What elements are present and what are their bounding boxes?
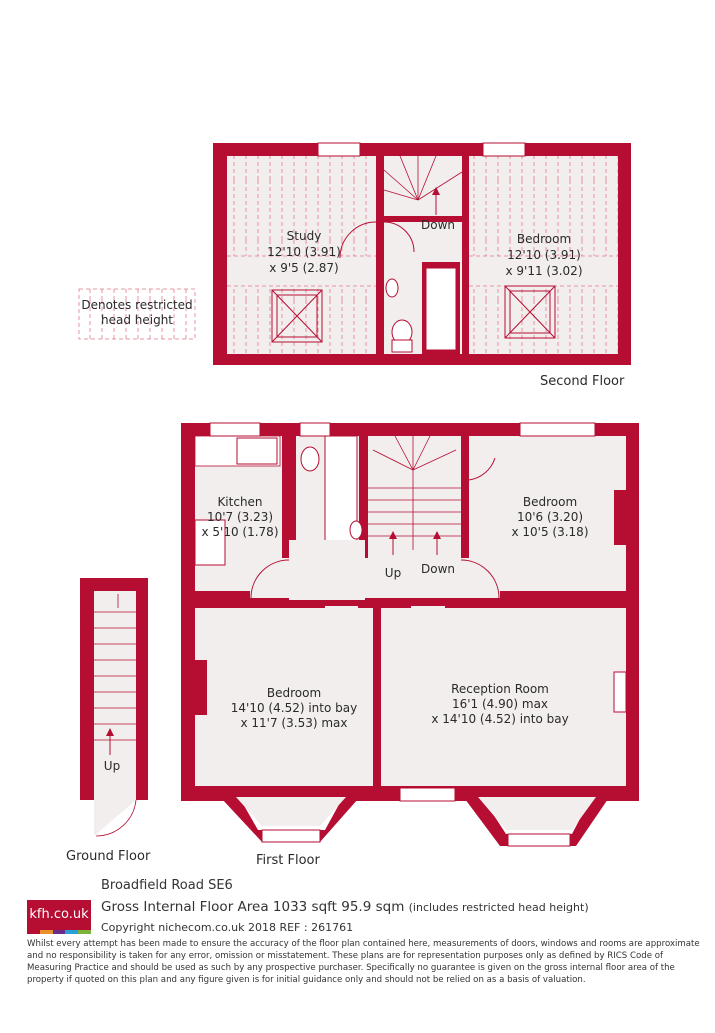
room-name-reception: Reception Room bbox=[451, 682, 549, 696]
room-dim-bedroom-front: x 11'7 (3.53) max bbox=[241, 716, 348, 730]
window bbox=[317, 142, 361, 157]
basin-icon bbox=[349, 520, 363, 540]
room-dim-study: 12'10 (3.91) bbox=[267, 245, 341, 259]
room-name-bedroom-rear: Bedroom bbox=[523, 495, 577, 509]
stairs-up-label: Up bbox=[104, 759, 120, 773]
second-floor-stairs bbox=[384, 156, 462, 216]
floor-label-ground: Ground Floor bbox=[66, 849, 151, 864]
bay-window bbox=[261, 829, 321, 843]
stairs-up-label: Up bbox=[385, 566, 401, 580]
bath-icon bbox=[425, 267, 457, 351]
brand-logo: kfh.co.uk bbox=[27, 900, 91, 934]
first-floor bbox=[181, 422, 639, 847]
room-name-second-bedroom: Bedroom bbox=[517, 232, 571, 246]
room-name-kitchen: Kitchen bbox=[217, 495, 262, 509]
second-floor bbox=[213, 142, 631, 365]
room-dim-reception: x 14'10 (4.52) into bay bbox=[431, 712, 568, 726]
window bbox=[299, 422, 331, 437]
room-dim-bedroom-rear: 10'6 (3.20) bbox=[517, 510, 583, 524]
room-dim-reception: 16'1 (4.90) max bbox=[452, 697, 548, 711]
gross-internal-area-value: Gross Internal Floor Area 1033 sqft 95.9… bbox=[101, 899, 405, 915]
sink-icon bbox=[236, 437, 278, 465]
window bbox=[209, 422, 261, 437]
skylight-icon bbox=[271, 289, 323, 343]
ground-floor bbox=[80, 578, 148, 837]
room-name-study: Study bbox=[287, 229, 322, 243]
basin-icon bbox=[385, 278, 399, 298]
room-dim-study: x 9'5 (2.87) bbox=[269, 261, 338, 275]
copyright-text: Copyright nichecom.co.uk 2018 REF : 2617… bbox=[101, 921, 354, 934]
window bbox=[399, 787, 456, 802]
legend-text: head height bbox=[101, 313, 173, 327]
floor-label-first: First Floor bbox=[256, 853, 320, 868]
bay-window bbox=[507, 833, 571, 847]
hob-icon bbox=[194, 519, 226, 566]
room-dim-bedroom-rear: x 10'5 (3.18) bbox=[511, 525, 588, 539]
first-floor-bedroom-front bbox=[195, 606, 373, 786]
study-restricted-area bbox=[227, 156, 376, 256]
legend-text: Denotes restricted bbox=[81, 298, 192, 312]
room-dim-second-bedroom: x 9'11 (3.02) bbox=[505, 264, 582, 278]
disclaimer-text: Whilst every attempt has been made to en… bbox=[27, 939, 700, 985]
room-name-bedroom-front: Bedroom bbox=[267, 686, 321, 700]
window bbox=[519, 422, 596, 437]
room-dim-bedroom-front: 14'10 (4.52) into bay bbox=[231, 701, 357, 715]
shower-bath-icon bbox=[324, 435, 358, 542]
gross-internal-area-note: (includes restricted head height) bbox=[408, 901, 589, 914]
floor-label-second: Second Floor bbox=[540, 374, 625, 389]
first-floor-stairs bbox=[368, 435, 461, 550]
stairs-down-label: Down bbox=[421, 562, 455, 576]
stairs-down-label: Down bbox=[421, 218, 455, 232]
toilet-icon bbox=[300, 446, 320, 472]
room-dim-kitchen: x 5'10 (1.78) bbox=[201, 525, 278, 539]
gross-internal-area: Gross Internal Floor Area 1033 sqft 95.9… bbox=[101, 899, 589, 915]
brand-color-bar bbox=[27, 930, 91, 934]
ground-floor-stairs bbox=[94, 591, 136, 800]
plan-footer: kfh.co.uk Broadfield Road SE6 Gross Inte… bbox=[0, 875, 715, 1033]
room-dim-kitchen: 10'7 (3.23) bbox=[207, 510, 273, 524]
reception-room bbox=[381, 606, 626, 786]
brand-logo-text: kfh.co.uk bbox=[29, 907, 89, 922]
window bbox=[482, 142, 526, 157]
restricted-height-legend bbox=[78, 288, 196, 340]
room-dim-second-bedroom: 12'10 (3.91) bbox=[507, 248, 581, 262]
skylight-icon bbox=[504, 285, 556, 339]
property-address: Broadfield Road SE6 bbox=[101, 878, 233, 893]
